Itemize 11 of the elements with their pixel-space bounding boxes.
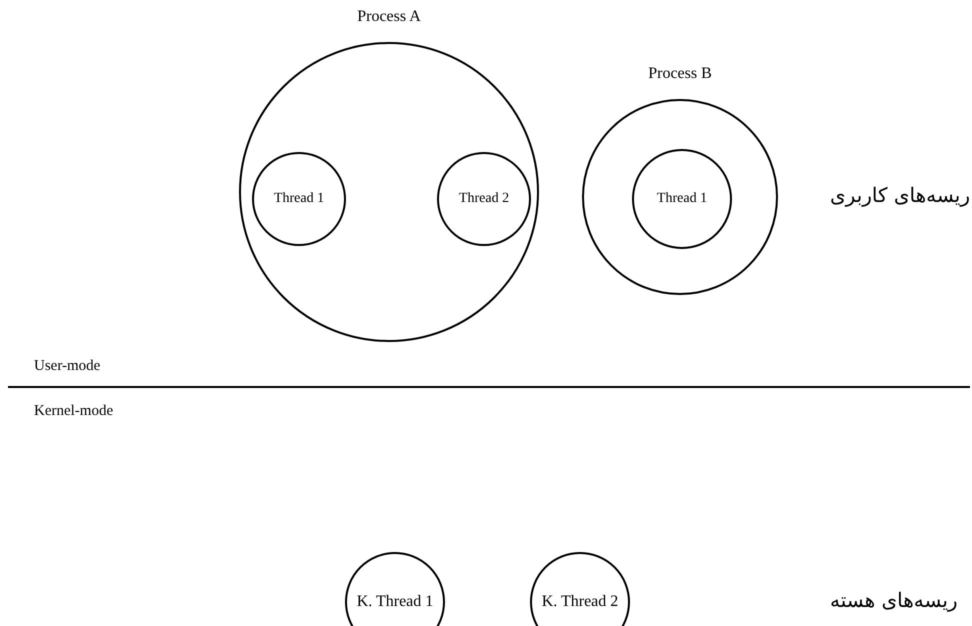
layer-label: ریسه‌های کاربری [830,183,970,207]
process-label: Process A [356,8,422,26]
thread-circle: Thread 2 [437,152,531,246]
thread-circle: Thread 1 [632,149,732,249]
kernel-thread-circle: K. Thread 1 [345,552,445,626]
kernel-thread-circle: K. Thread 2 [530,552,630,626]
process-label: Process B [647,65,713,83]
mode-label: User-mode [34,358,100,375]
mode-label: Kernel-mode [34,403,114,420]
thread-circle: Thread 1 [252,152,346,246]
layer-label: ریسه‌های هسته [830,588,958,612]
